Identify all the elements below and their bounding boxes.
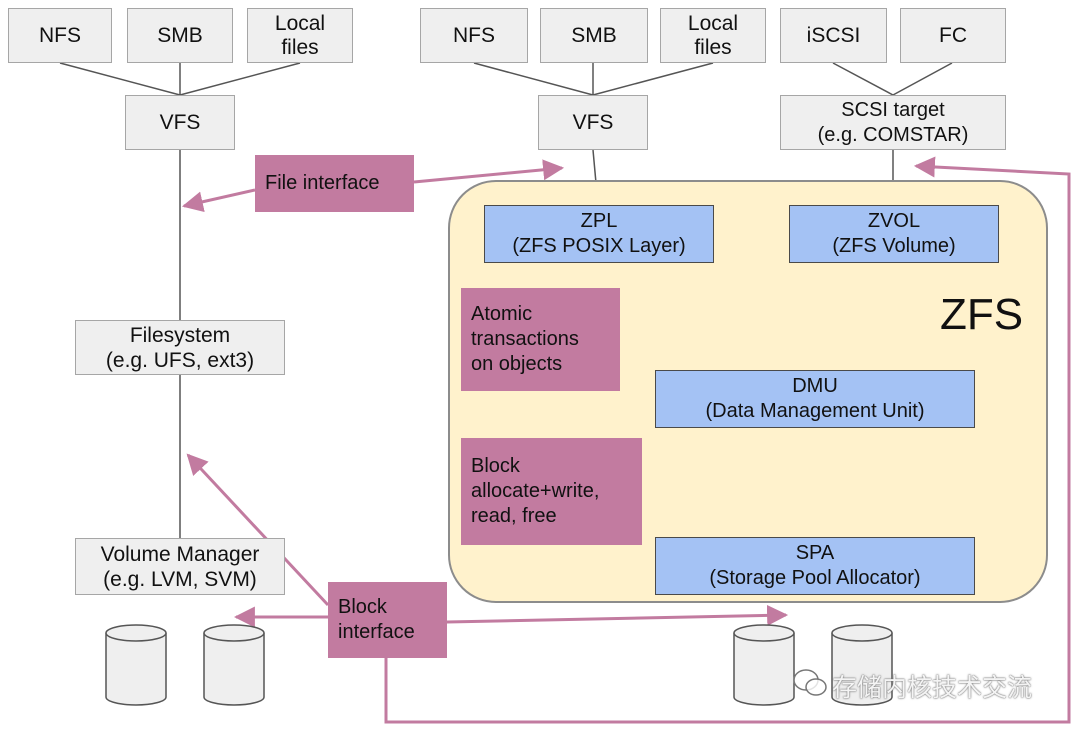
arrow-file-to-vfs (413, 159, 565, 184)
zpl-label: ZPL (ZFS POSIX Layer) (512, 210, 686, 257)
dmu-box: DMU (Data Management Unit) (655, 370, 975, 428)
file-interface-box: File interface (255, 155, 414, 212)
arrow-block-to-fs (186, 453, 330, 607)
middle-local-files-label: Local files (687, 11, 739, 59)
block-interface-box: Block interface (328, 582, 447, 658)
block-interface-label: Block interface (338, 596, 415, 643)
atomic-transactions-box: Atomic transactions on objects (461, 288, 620, 391)
watermark-text: 存储内核技术交流 (832, 673, 1033, 702)
middle-nfs-box: NFS (420, 8, 528, 63)
volume-manager-box: Volume Manager (e.g. LVM, SVM) (75, 538, 285, 595)
atomic-transactions-label: Atomic transactions on objects (471, 303, 579, 375)
middle-vfs-box: VFS (538, 95, 648, 150)
middle-smb-label: SMB (571, 24, 617, 47)
left-nfs-label: NFS (39, 24, 81, 47)
disk-icon-left-1 (105, 624, 167, 706)
file-interface-label: File interface (265, 172, 380, 194)
middle-vfs-label: VFS (572, 111, 614, 134)
disk-icon-pool-1 (733, 624, 795, 706)
spa-label: SPA (Storage Pool Allocator) (709, 542, 921, 589)
wechat-icon (793, 669, 827, 696)
block-ops-box: Block allocate+write, read, free (461, 438, 642, 545)
zvol-label: ZVOL (ZFS Volume) (832, 210, 956, 257)
disk-icon-left-2 (203, 624, 265, 706)
scsi-target-label: SCSI target (e.g. COMSTAR) (817, 98, 969, 146)
block-ops-label: Block allocate+write, read, free (471, 455, 600, 527)
left-vfs-label: VFS (159, 111, 201, 134)
scsi-target-box: SCSI target (e.g. COMSTAR) (780, 95, 1006, 150)
left-local-files-label: Local files (274, 11, 326, 59)
volume-manager-label: Volume Manager (e.g. LVM, SVM) (100, 542, 260, 591)
zvol-box: ZVOL (ZFS Volume) (789, 205, 999, 263)
spa-box: SPA (Storage Pool Allocator) (655, 537, 975, 595)
fc-label: FC (939, 24, 967, 47)
arrow-block-to-scsi (384, 156, 1071, 724)
arrow-file-to-left (181, 188, 256, 213)
zpl-box: ZPL (ZFS POSIX Layer) (484, 205, 714, 263)
left-smb-label: SMB (157, 24, 203, 47)
left-nfs-box: NFS (8, 8, 112, 63)
middle-local-files-box: Local files (660, 8, 766, 63)
left-smb-box: SMB (127, 8, 233, 63)
left-vfs-box: VFS (125, 95, 235, 150)
filesystem-box: Filesystem (e.g. UFS, ext3) (75, 320, 285, 375)
middle-nfs-label: NFS (453, 24, 495, 47)
middle-smb-box: SMB (540, 8, 648, 63)
filesystem-label: Filesystem (e.g. UFS, ext3) (105, 323, 255, 372)
iscsi-label: iSCSI (806, 24, 861, 47)
iscsi-box: iSCSI (780, 8, 887, 63)
arrow-block-to-pool (446, 604, 789, 626)
left-local-files-box: Local files (247, 8, 353, 63)
fc-box: FC (900, 8, 1006, 63)
dmu-label: DMU (Data Management Unit) (705, 375, 925, 422)
disk-icon-pool-2 (831, 624, 893, 706)
zfs-title: ZFS (940, 290, 1024, 339)
